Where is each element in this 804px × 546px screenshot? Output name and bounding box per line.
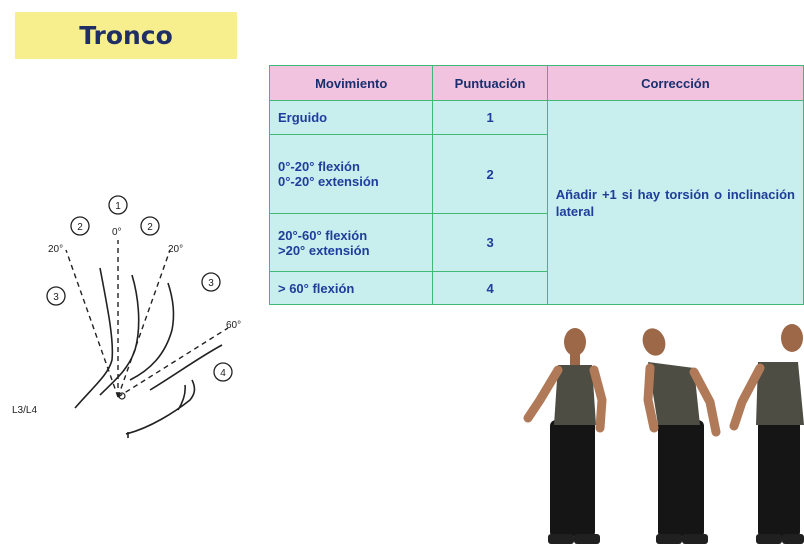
movement-cell: 20°-60° flexión >20° extensión xyxy=(268,213,434,272)
zone-2-right-circle xyxy=(140,216,160,236)
zone-3-left-circle xyxy=(46,286,66,306)
zone-1-circle xyxy=(108,195,128,215)
zone-number-circles xyxy=(46,195,233,382)
trunk-lower-sketch xyxy=(125,379,196,438)
header-movimiento: Movimiento xyxy=(268,65,434,101)
score-cell: 2 xyxy=(432,134,548,214)
figure-lateral-bend xyxy=(642,328,721,544)
movement-cell: 0°-20° flexión 0°-20° extensión xyxy=(268,134,434,214)
zone-4-circle xyxy=(213,362,233,382)
guide-left-20-degrees xyxy=(65,249,119,398)
angle-label-left-20: 20° xyxy=(48,244,63,255)
zone-2-left-label: 2 xyxy=(77,222,83,233)
table-header-row: Movimiento Puntuación Corrección xyxy=(268,65,804,101)
zone-1-label: 1 xyxy=(115,201,121,212)
zone-numbers: 1 2 2 3 3 4 xyxy=(53,201,226,379)
guide-right-20-degrees xyxy=(117,249,171,398)
zone-4-label: 4 xyxy=(220,368,226,379)
level-label: L3/L4 xyxy=(12,405,37,416)
zone-3-left-label: 3 xyxy=(53,292,59,303)
table-row: 20°-60° flexión >20° extensión 3 xyxy=(268,213,804,272)
angle-label-right-20: 20° xyxy=(168,244,183,255)
trunk-angle-diagram: 1 2 2 3 3 4 0° 20° 20° 60° L3/L4 xyxy=(12,195,241,438)
header-correccion: Corrección xyxy=(546,65,804,101)
zone-3-right-label: 3 xyxy=(208,278,214,289)
score-cell: 1 xyxy=(432,100,548,135)
page-title: Tronco xyxy=(79,21,173,50)
movement-cell: > 60° flexión xyxy=(268,271,434,305)
figure-twist xyxy=(729,324,804,544)
movement-text: 0°-20° flexión xyxy=(278,159,360,174)
score-cell: 4 xyxy=(432,271,548,305)
posture-figures xyxy=(523,324,804,544)
pivot-marker xyxy=(118,392,126,400)
trunk-sketch-lines xyxy=(74,267,223,438)
header-puntuacion: Puntuación xyxy=(432,65,548,101)
trunk-outline-right xyxy=(129,282,175,381)
score-cell: 3 xyxy=(432,213,548,272)
table-row: 0°-20° flexión 0°-20° extensión 2 xyxy=(268,134,804,214)
figure-standing xyxy=(523,328,607,544)
correction-cell: Añadir +1 si hay torsión o inclinación l… xyxy=(546,100,804,305)
angle-label-60: 60° xyxy=(226,320,241,331)
movement-text: 0°-20° extensión xyxy=(278,174,379,189)
trunk-score-table: Movimiento Puntuación Corrección Erguido… xyxy=(268,65,804,305)
movement-text: >20° extensión xyxy=(278,242,370,258)
zone-2-right-label: 2 xyxy=(147,222,153,233)
zone-2-left-circle xyxy=(70,216,90,236)
table-row: > 60° flexión 4 xyxy=(268,271,804,305)
angle-guides xyxy=(65,240,229,398)
movement-cell: Erguido xyxy=(268,100,434,135)
zone-3-right-circle xyxy=(201,272,221,292)
movement-text: 20°-60° flexión xyxy=(278,227,368,243)
trunk-bent-line xyxy=(149,344,223,391)
trunk-outline-left xyxy=(74,267,114,409)
title-box: Tronco xyxy=(15,12,237,59)
guide-60-degrees xyxy=(117,327,229,398)
movement-text: Erguido xyxy=(278,110,328,125)
trunk-outline-mid xyxy=(99,274,140,396)
movement-text: > 60° flexión xyxy=(278,280,355,296)
table-row: Erguido 1 Añadir +1 si hay torsión o inc… xyxy=(268,100,804,305)
angle-label-0: 0° xyxy=(112,227,122,238)
